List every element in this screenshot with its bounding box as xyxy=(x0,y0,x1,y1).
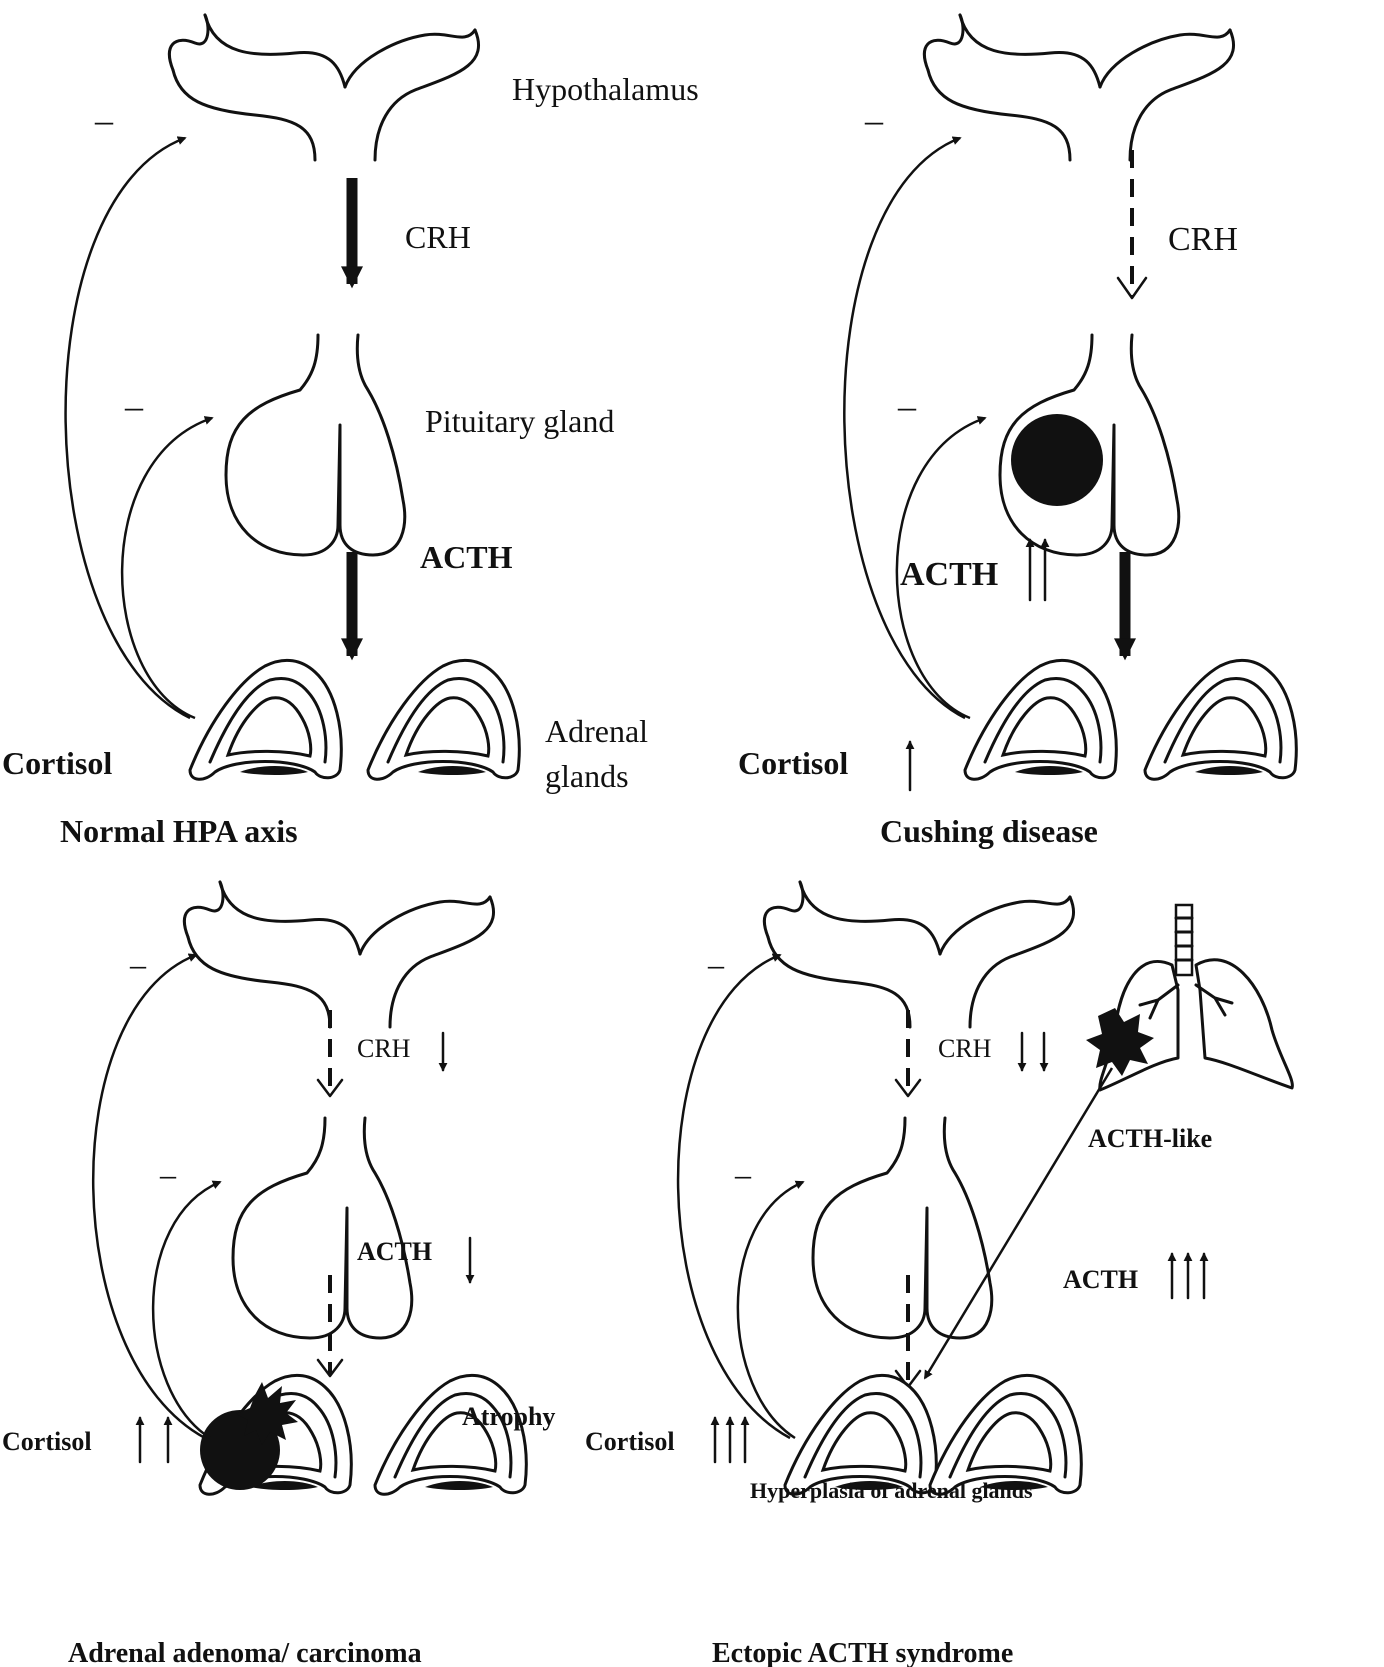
pituitary-label: Pituitary gland xyxy=(425,403,614,439)
feedback-arrow-pituitary xyxy=(151,1180,222,1440)
minus-sign-hypothalamus: – xyxy=(707,946,725,982)
acth-label: ACTH xyxy=(420,539,513,575)
minus-sign-pituitary: – xyxy=(159,1156,177,1192)
panel-title-adrenal: Adrenal adenoma/ carcinoma xyxy=(68,1638,422,1667)
minus-sign-hypothalamus: – xyxy=(864,100,884,140)
minus-sign-pituitary: – xyxy=(124,386,144,426)
crh-dashed-arrowhead xyxy=(894,1078,922,1098)
cortisol-label: Cortisol xyxy=(2,745,112,781)
adrenal-right xyxy=(366,658,521,781)
feedback-arrow-hypothalamus xyxy=(64,136,191,720)
hyperplasia-label: Hyperplasia of adrenal glands xyxy=(750,1478,1033,1503)
cortisol-label: Cortisol xyxy=(738,745,848,781)
feedback-arrow-hypothalamus xyxy=(92,953,206,1440)
adrenal-right-hyperplastic xyxy=(928,1373,1083,1496)
adrenal-left xyxy=(963,658,1118,781)
acth-label: ACTH xyxy=(357,1237,432,1266)
minus-sign-hypothalamus: – xyxy=(129,946,147,982)
adrenal-left-hyperplastic xyxy=(783,1373,938,1496)
hypothalamus-shape xyxy=(167,13,481,162)
panel-cushing: CRH ACTH Cortisol – – Cushing disease xyxy=(738,13,1298,849)
crh-label: CRH xyxy=(357,1034,411,1063)
feedback-arrow-hypothalamus xyxy=(676,953,791,1440)
panel-normal: Hypothalamus CRH Pituitary gland ACTH Ad… xyxy=(2,13,699,849)
pituitary-shape xyxy=(811,1116,994,1340)
hypothalamus-shape xyxy=(922,13,1236,162)
adrenal-right xyxy=(1143,658,1298,781)
feedback-arrow-pituitary xyxy=(895,416,987,720)
hypothalamus-label: Hypothalamus xyxy=(512,71,699,107)
crh-label: CRH xyxy=(938,1034,992,1063)
hypothalamus-shape xyxy=(762,880,1076,1029)
cortisol-label: Cortisol xyxy=(585,1427,675,1456)
crh-dashed-arrowhead xyxy=(316,1078,344,1098)
panel-adrenal-adenoma: CRH ACTH Atrophy Cortisol – – Adrenal ad… xyxy=(2,880,555,1667)
minus-sign-pituitary: – xyxy=(897,386,917,426)
pituitary-shape xyxy=(224,333,407,557)
acth-label: ACTH xyxy=(1063,1265,1138,1294)
acth-dashed-arrowhead xyxy=(316,1358,344,1378)
acth-like-label: ACTH-like xyxy=(1088,1124,1212,1153)
pituitary-tumor xyxy=(1011,414,1103,506)
lung-tumor xyxy=(1086,1008,1154,1076)
hypothalamus-shape xyxy=(182,880,496,1029)
crh-label: CRH xyxy=(1168,221,1238,258)
atrophy-label: Atrophy xyxy=(462,1402,555,1431)
minus-sign-pituitary: – xyxy=(734,1156,752,1192)
adrenal-label-line2: glands xyxy=(545,758,629,794)
adrenal-right-atrophic xyxy=(373,1373,528,1496)
panel-ectopic-acth: CRH ACTH-like ACTH Cortisol xyxy=(585,880,1294,1667)
minus-sign-hypothalamus: – xyxy=(94,100,114,140)
adrenal-tumor-spikes xyxy=(236,1382,298,1445)
cortisol-label: Cortisol xyxy=(2,1427,92,1456)
panel-title-normal: Normal HPA axis xyxy=(60,813,298,849)
adrenal-label-line1: Adrenal xyxy=(545,713,648,749)
acth-label: ACTH xyxy=(900,556,998,593)
crh-label: CRH xyxy=(405,219,471,255)
acth-like-arrow xyxy=(923,1067,1114,1380)
panel-title-cushing: Cushing disease xyxy=(880,813,1098,849)
pituitary-shape xyxy=(231,1116,414,1340)
panel-title-ectopic: Ectopic ACTH syndrome xyxy=(712,1638,1013,1667)
feedback-arrow-pituitary xyxy=(736,1180,805,1440)
adrenal-left xyxy=(188,658,343,781)
crh-dashed-arrowhead xyxy=(1116,276,1148,300)
feedback-arrow-pituitary xyxy=(120,416,214,720)
feedback-arrow-hypothalamus xyxy=(843,136,966,720)
lungs-icon xyxy=(1098,903,1294,1092)
